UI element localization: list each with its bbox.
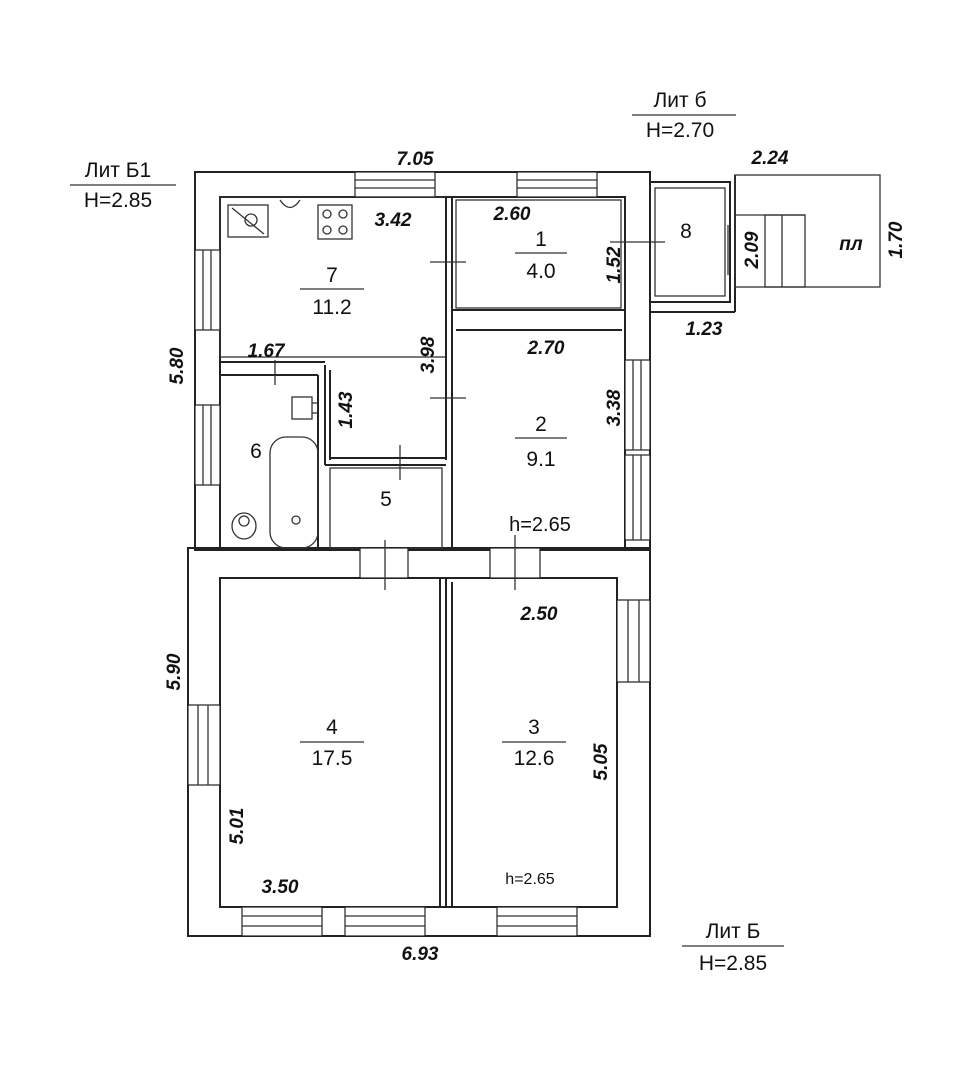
- dim-room3-height: 5.05: [591, 743, 612, 780]
- svg-text:2: 2: [535, 413, 547, 436]
- svg-text:4.0: 4.0: [526, 260, 555, 283]
- tap-icon: [279, 199, 301, 209]
- room8-outer: [649, 181, 731, 303]
- lit-b1-label: Лит Б1 H=2.85: [70, 159, 176, 212]
- svg-text:H=2.85: H=2.85: [84, 189, 152, 212]
- lower-outer-wall: [187, 547, 651, 937]
- dim-porch-side: 1.70: [886, 221, 907, 258]
- sink-icon: [227, 204, 269, 238]
- room-7-label: 7 11.2: [300, 264, 364, 319]
- room-8-label: 8: [680, 220, 692, 243]
- room-6-label: 6: [250, 440, 262, 463]
- window-right-2: [624, 454, 651, 541]
- svg-text:11.2: 11.2: [312, 296, 351, 319]
- svg-text:17.5: 17.5: [312, 747, 353, 770]
- svg-text:H=2.70: H=2.70: [646, 119, 714, 142]
- window-left-2: [194, 404, 221, 486]
- dim-room2-height: 3.38: [604, 389, 625, 426]
- dim-kitchen-width: 3.42: [375, 210, 412, 231]
- svg-text:3: 3: [528, 716, 540, 739]
- porch-step: [764, 214, 806, 288]
- svg-text:Лит б: Лит б: [654, 89, 707, 112]
- svg-text:Лит Б1: Лит Б1: [85, 159, 151, 182]
- window-top-1: [354, 171, 436, 198]
- room-5-label: 5: [380, 488, 392, 511]
- window-left-1: [194, 249, 221, 331]
- svg-text:9.1: 9.1: [526, 448, 555, 471]
- dim-room3-width: 2.50: [520, 604, 558, 625]
- window-right-1: [624, 359, 651, 451]
- room-2-label: 2 9.1: [515, 413, 567, 471]
- dim-room8-height: 2.09: [742, 231, 763, 269]
- dim-room1-height: 1.52: [604, 246, 625, 283]
- toilet-icon: [231, 512, 257, 540]
- dim-room4-height: 5.01: [227, 808, 248, 845]
- dim-room2-width: 2.70: [527, 338, 565, 359]
- svg-text:Лит Б: Лит Б: [706, 920, 761, 943]
- window-bottom-1: [241, 906, 323, 937]
- room-4-label: 4 17.5: [300, 716, 364, 770]
- washbasin-icon: [291, 396, 313, 420]
- dim-bath-width: 1.67: [248, 341, 286, 362]
- svg-text:1: 1: [535, 228, 547, 251]
- porch-outline: [734, 174, 881, 288]
- dim-left-lower: 5.90: [164, 653, 185, 690]
- lit-b-small-label: Лит б H=2.70: [632, 89, 736, 142]
- stove-icon: [317, 204, 353, 240]
- dim-porch-top: 2.24: [751, 148, 789, 169]
- dim-room8-width: 1.23: [686, 319, 723, 340]
- svg-text:4: 4: [326, 716, 338, 739]
- room-3-label: 3 12.6: [502, 716, 566, 770]
- window-right-3: [616, 599, 651, 683]
- svg-text:7: 7: [326, 264, 338, 287]
- dim-left-upper: 5.80: [167, 347, 188, 384]
- lit-b-label: Лит Б H=2.85: [682, 920, 784, 975]
- room-1-label: 1 4.0: [515, 228, 567, 283]
- dim-kitchen-height: 3.98: [418, 336, 439, 373]
- dim-bottom-total: 6.93: [402, 944, 439, 965]
- room8-inner: [654, 187, 726, 297]
- porch-label: пл: [839, 234, 863, 255]
- bathtub-icon: [269, 436, 319, 549]
- dim-top-total: 7.05: [397, 149, 434, 170]
- dim-room1-width: 2.60: [493, 204, 531, 225]
- svg-text:H=2.85: H=2.85: [699, 952, 767, 975]
- window-bottom-3: [496, 906, 578, 937]
- window-top-2: [516, 171, 598, 198]
- svg-text:12.6: 12.6: [514, 747, 555, 770]
- dim-bath-depth: 1.43: [336, 391, 357, 428]
- window-left-3: [187, 704, 221, 786]
- room-2-height: h=2.65: [509, 514, 571, 536]
- room1-wall: [455, 199, 622, 309]
- door-1: [359, 547, 409, 579]
- room-3-height: h=2.65: [505, 871, 554, 888]
- window-bottom-2: [344, 906, 426, 937]
- dim-room4-width: 3.50: [262, 877, 299, 898]
